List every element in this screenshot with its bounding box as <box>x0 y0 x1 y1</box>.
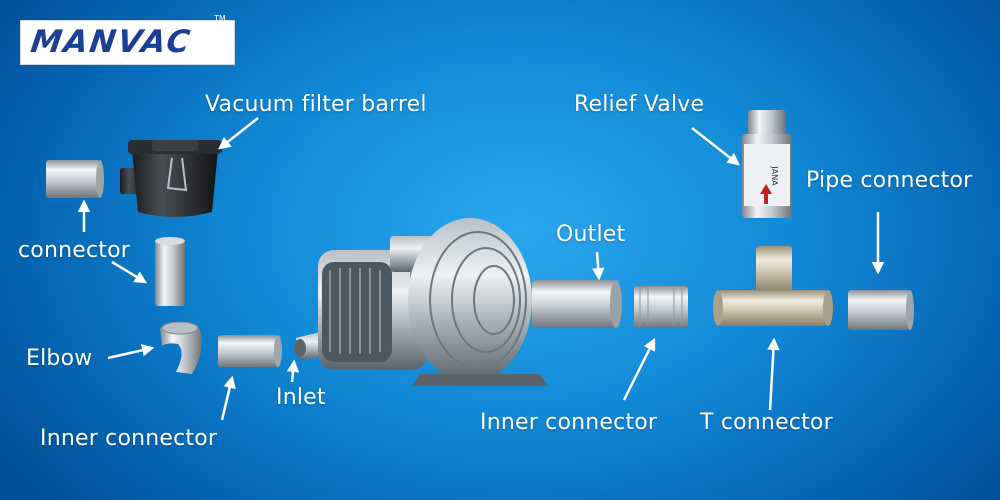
label-inner-connector-left: Inner connector <box>40 426 218 451</box>
inner-connector-right-part <box>634 286 688 328</box>
ring-blower <box>294 218 548 386</box>
label-elbow: Elbow <box>26 346 93 371</box>
relief-valve: JANA <box>742 110 792 218</box>
t-connector-part <box>713 246 833 326</box>
outlet-pipe <box>532 280 622 328</box>
arrow-elbow <box>107 344 155 360</box>
label-inner-connector-right: Inner connector <box>480 410 658 435</box>
arrow-outlet <box>592 251 605 281</box>
label-t-connector: T connector <box>700 410 833 435</box>
elbow-fitting <box>160 321 202 374</box>
arrow-inner-connector-left <box>220 375 236 421</box>
trademark-mark: TM <box>214 14 226 23</box>
arrow-inner-connector-right <box>622 337 656 401</box>
arrow-relief-valve <box>691 127 740 166</box>
connector-vertical <box>155 237 185 306</box>
pipe-connector-part <box>848 290 914 330</box>
label-connector: connector <box>18 238 131 263</box>
brand-logo: MANVAC <box>20 20 235 65</box>
label-pipe-connector: Pipe connector <box>806 168 973 193</box>
label-inlet: Inlet <box>276 385 326 410</box>
label-outlet: Outlet <box>556 222 626 247</box>
inner-connector-left-part <box>218 335 282 367</box>
label-vacuum-filter-barrel: Vacuum filter barrel <box>205 92 427 117</box>
arrow-inlet <box>286 359 300 383</box>
arrow-connector-down <box>111 260 148 284</box>
arrow-t-connector <box>767 337 780 411</box>
connector-top-left <box>46 160 104 198</box>
relief-valve-marking: JANA <box>770 165 779 186</box>
label-relief-valve: Relief Valve <box>574 92 705 117</box>
arrow-vacuum-filter <box>218 117 259 150</box>
vacuum-filter-barrel <box>120 140 222 217</box>
